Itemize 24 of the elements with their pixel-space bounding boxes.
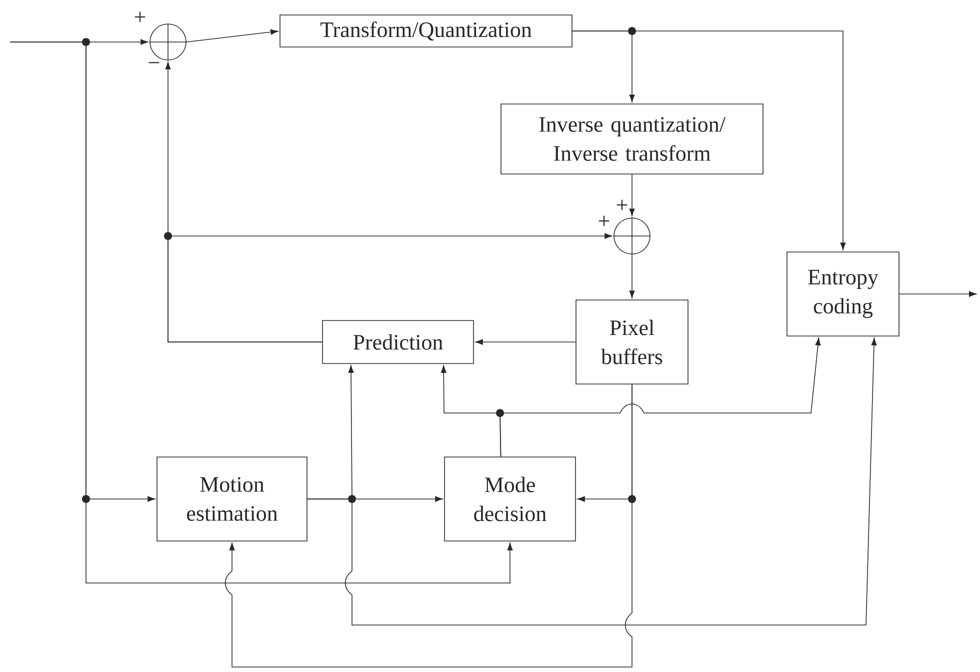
summing-junction xyxy=(150,24,186,60)
arrow xyxy=(500,338,821,457)
sign-label: + xyxy=(616,200,628,210)
arrow xyxy=(224,384,632,668)
process-box: Mode decision xyxy=(444,456,576,542)
summing-junction xyxy=(614,218,650,254)
process-box: Motion estimation xyxy=(156,456,308,542)
process-box: Inverse quantization/ Inverse transform xyxy=(500,104,764,174)
process-box: Transform/Quantization xyxy=(280,14,572,48)
arrow xyxy=(186,29,278,42)
sign-label: + xyxy=(598,216,610,226)
process-box: Entropy coding xyxy=(786,252,900,336)
sign-label: + xyxy=(134,12,146,22)
arrow xyxy=(899,291,977,297)
arrow xyxy=(629,254,635,298)
process-box: Prediction xyxy=(322,320,474,364)
arrow xyxy=(10,42,513,584)
arrow xyxy=(572,30,846,250)
arrow xyxy=(629,174,635,216)
arrow xyxy=(475,339,576,345)
sign-label: − xyxy=(148,62,160,64)
arrow xyxy=(168,233,612,342)
arrow xyxy=(307,338,877,626)
process-box: Pixel buffers xyxy=(576,300,688,384)
